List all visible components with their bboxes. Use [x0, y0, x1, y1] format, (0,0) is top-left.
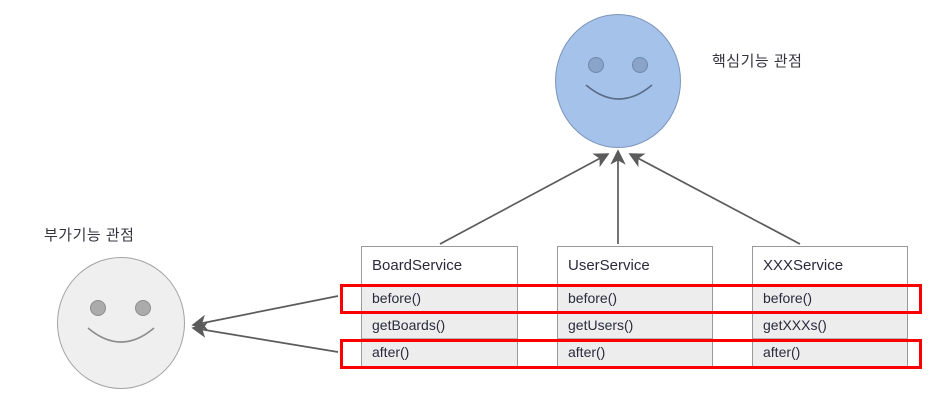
eye-right-icon — [632, 57, 648, 73]
service-name: XXXService — [753, 247, 907, 285]
service-method-row: after() — [362, 339, 517, 366]
crosscutting-concern-face-icon — [57, 257, 185, 389]
highlight-band-after — [340, 339, 922, 369]
core-concern-face-icon — [555, 14, 681, 148]
arrow-before-to-cross — [191, 295, 339, 330]
eye-left-icon — [90, 300, 106, 316]
service-method-row: getUsers() — [558, 312, 712, 339]
smile-mouth-icon — [584, 81, 654, 117]
arrow-after-to-cross — [191, 322, 339, 353]
highlight-band-before — [340, 284, 922, 314]
arrow-group-to-core — [439, 149, 801, 245]
arrow-xxx-to-core — [628, 153, 801, 245]
service-name: BoardService — [362, 247, 517, 285]
service-name: UserService — [558, 247, 712, 285]
service-method-row: getBoards() — [362, 312, 517, 339]
service-method-row: after() — [558, 339, 712, 366]
service-box-xxx: XXXService before() getXXXs() after() — [752, 246, 908, 367]
service-method-row: getXXXs() — [753, 312, 907, 339]
crosscutting-concern-label: 부가기능 관점 — [44, 227, 135, 244]
service-method-row: after() — [753, 339, 907, 366]
service-box-user: UserService before() getUsers() after() — [557, 246, 713, 367]
core-concern-label: 핵심기능 관점 — [712, 53, 803, 70]
eye-left-icon — [588, 57, 604, 73]
smile-mouth-icon — [86, 324, 156, 360]
arrow-board-to-core — [439, 153, 610, 245]
eye-right-icon — [135, 300, 151, 316]
service-method-row: before() — [558, 285, 712, 312]
arrow-group-to-cross — [191, 295, 339, 353]
